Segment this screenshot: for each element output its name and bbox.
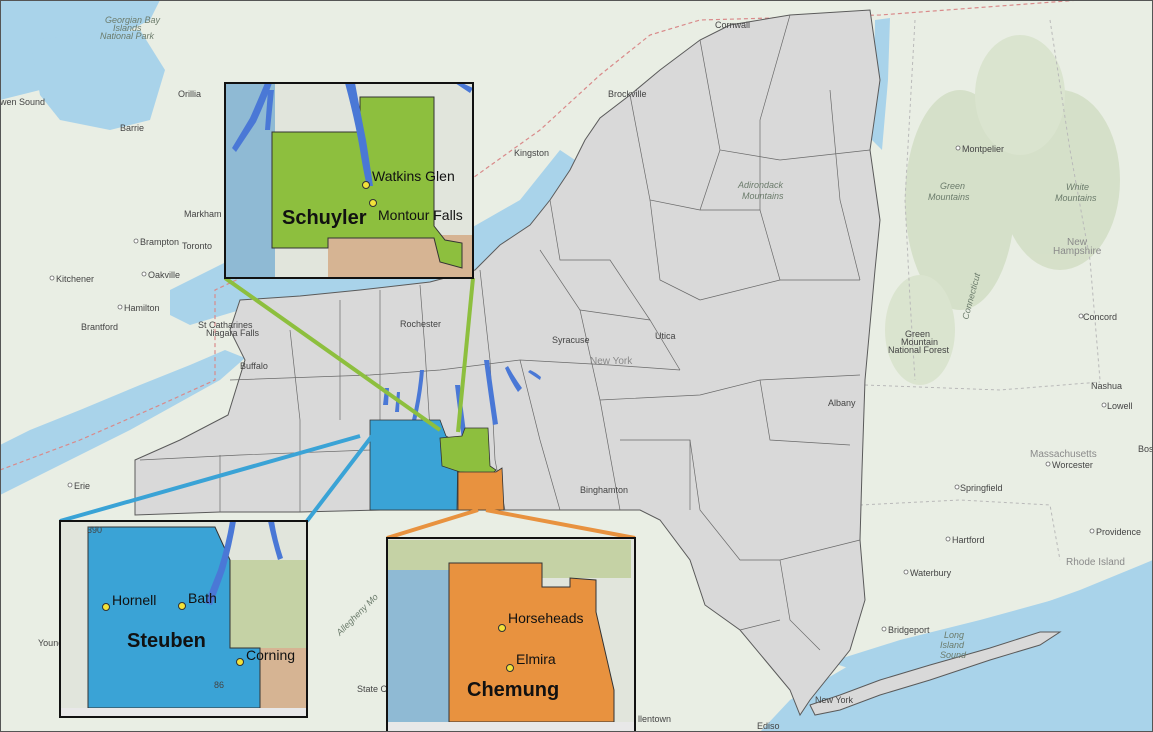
label-green-mountains-2: Mountains [928, 192, 970, 202]
label-green-mtn-forest: Green [905, 329, 930, 339]
label-orillia: Orillia [178, 89, 201, 99]
label-georgian-bay: Georgian Bay [105, 15, 161, 25]
long-island-sound [830, 598, 1080, 672]
label-brantford: Brantford [81, 322, 118, 332]
town-elmira: Elmira [516, 651, 556, 667]
highway-shield-390: 390 [87, 525, 102, 535]
inset-steuben: Hornell Bath Corning Steuben 390 86 [59, 520, 308, 718]
label-kingston: Kingston [514, 148, 549, 158]
label-state-college: State Co [357, 684, 392, 694]
label-concord: Concord [1083, 312, 1117, 322]
label-rochester: Rochester [400, 319, 441, 329]
chemung-county [457, 467, 505, 511]
lake-champlain [872, 18, 890, 150]
label-owen-sound: wen Sound [0, 97, 45, 107]
county-label-chemung: Chemung [467, 679, 559, 701]
label-young: Young [38, 638, 63, 648]
label-new-york: New York [590, 356, 633, 367]
label-allentown: llentown [638, 714, 671, 724]
place-dots [49, 145, 1107, 632]
label-niagara-falls: Niagara Falls [206, 328, 260, 338]
label-waterbury: Waterbury [910, 568, 952, 578]
label-edison: Ediso [757, 721, 780, 731]
lake-ontario [170, 150, 575, 325]
label-erie: Erie [74, 481, 90, 491]
label-barrie: Barrie [120, 123, 144, 133]
label-toronto: Toronto [182, 241, 212, 251]
label-green-mountains: Green [940, 181, 965, 191]
label-white-mountains-2: Mountains [1055, 193, 1097, 203]
label-long-island-sound-3: Sound [940, 650, 967, 660]
label-green-mtn-forest-3: National Forest [888, 345, 950, 355]
label-hamilton: Hamilton [124, 303, 160, 313]
label-binghamton: Binghamton [580, 485, 628, 495]
label-georgian-bay-3: National Park [100, 31, 155, 41]
town-watkins-glen: Watkins Glen [372, 168, 455, 184]
town-bath: Bath [188, 590, 217, 606]
label-brockville: Brockville [608, 89, 647, 99]
label-cornwall: Cornwall [715, 20, 750, 30]
label-kitchener: Kitchener [56, 274, 94, 284]
label-providence: Providence [1096, 527, 1141, 537]
town-horseheads: Horseheads [508, 610, 584, 626]
label-utica: Utica [655, 331, 676, 341]
state-border-vt [904, 19, 916, 381]
town-hornell: Hornell [112, 592, 156, 608]
label-markham: Markham [184, 209, 222, 219]
label-lowell: Lowell [1107, 401, 1133, 411]
label-montpelier: Montpelier [962, 144, 1004, 154]
label-worcester: Worcester [1052, 460, 1093, 470]
inset-connectors [59, 276, 636, 540]
county-label-steuben: Steuben [127, 630, 206, 652]
highway-shield-86: 86 [214, 680, 224, 690]
lake-erie [0, 350, 245, 495]
label-albany: Albany [828, 398, 856, 408]
mountain-shading [885, 35, 1120, 385]
label-long-island-sound-2: Island [940, 640, 965, 650]
state-border-nh [1049, 19, 1101, 381]
label-new-hampshire: New [1067, 237, 1088, 248]
state-border-ct [859, 499, 1061, 561]
inset-chemung: Horseheads Elmira Chemung [386, 537, 636, 732]
label-green-mtn-forest-2: Mountain [901, 337, 938, 347]
georgian-bay [30, 30, 165, 130]
new-york-state [134, 9, 1062, 717]
label-syracuse: Syracuse [552, 335, 590, 345]
county-label-schuyler: Schuyler [282, 207, 367, 229]
schuyler-county [439, 427, 497, 475]
label-hartford: Hartford [952, 535, 985, 545]
long-island [809, 631, 1062, 716]
label-buffalo: Buffalo [240, 361, 268, 371]
label-rhode-island: Rhode Island [1066, 557, 1125, 568]
label-boston: Bos [1138, 444, 1153, 454]
inset-schuyler: Watkins Glen Montour Falls Schuyler [224, 82, 474, 279]
label-new-york-city: New York [815, 695, 854, 705]
town-montour-falls: Montour Falls [378, 207, 463, 223]
label-white-mountains: White [1066, 182, 1089, 192]
label-oakville: Oakville [148, 270, 180, 280]
label-adirondack: Adirondack [737, 180, 784, 190]
label-adirondack-2: Mountains [742, 191, 784, 201]
new-york-outline [134, 9, 881, 717]
label-new-hampshire-2: Hampshire [1053, 246, 1102, 257]
label-georgian-bay-2: Islands [113, 23, 142, 33]
label-brampton: Brampton [140, 237, 179, 247]
label-nashua: Nashua [1091, 381, 1122, 391]
label-long-island-sound: Long [944, 630, 964, 640]
label-massachusetts: Massachusetts [1030, 449, 1097, 460]
label-st-catharines: St Catharines [198, 320, 253, 330]
town-corning: Corning [246, 647, 295, 663]
label-bridgeport: Bridgeport [888, 625, 930, 635]
label-springfield: Springfield [960, 483, 1003, 493]
